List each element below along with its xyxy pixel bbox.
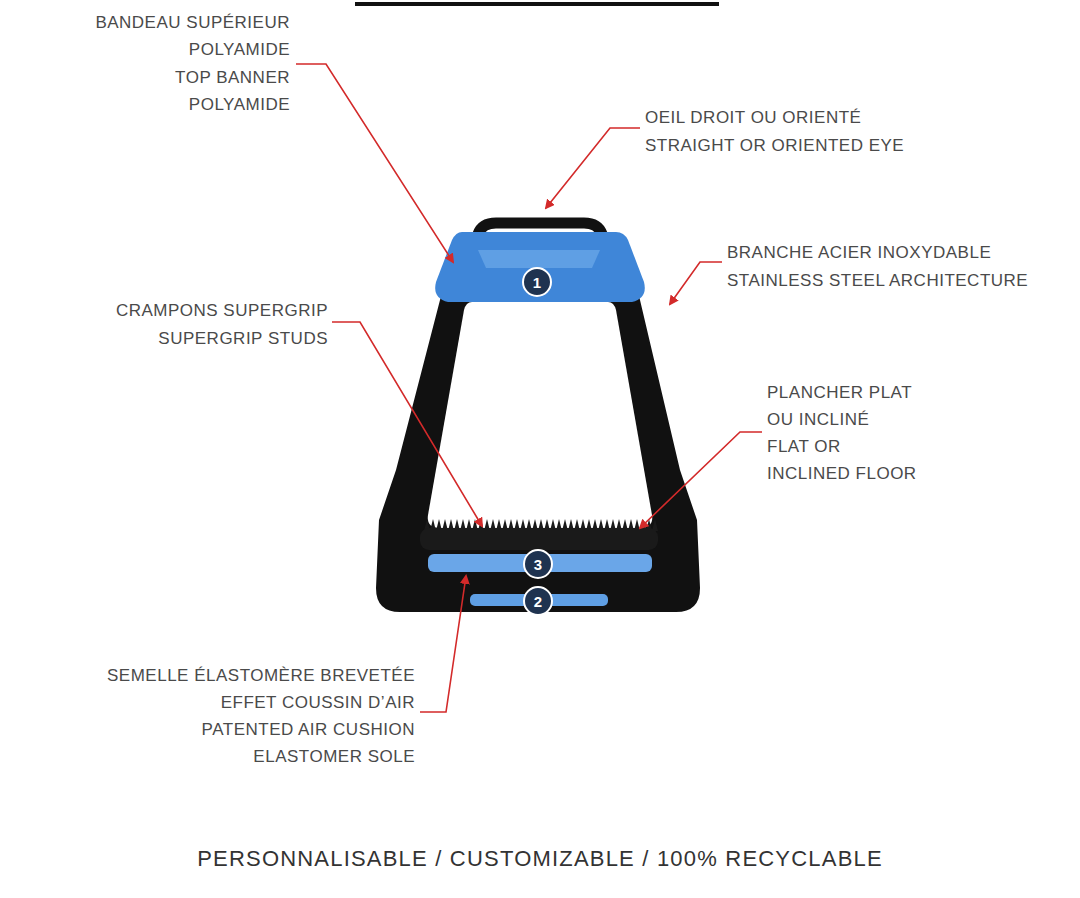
part-label: EFFET COUSSIN D’AIR	[221, 693, 415, 713]
floor	[420, 528, 658, 550]
part-label: POLYAMIDE	[189, 40, 290, 60]
leader-line	[670, 262, 722, 304]
callout-number: 3	[534, 557, 542, 572]
top-rule	[355, 2, 719, 6]
part-label: TOP BANNER	[175, 68, 290, 88]
leader-line	[296, 64, 453, 262]
leader-line	[420, 576, 466, 712]
callout-number: 2	[534, 594, 542, 609]
part-label: PLANCHER PLAT	[767, 383, 912, 403]
part-label: ELASTOMER SOLE	[253, 747, 415, 767]
part-label: STAINLESS STEEL ARCHITECTURE	[727, 271, 1028, 291]
part-label: INCLINED FLOOR	[767, 464, 917, 484]
part-label: FLAT OR	[767, 437, 841, 457]
part-label: CRAMPONS SUPERGRIP	[116, 301, 328, 321]
top-banner	[435, 232, 645, 302]
part-label: SUPERGRIP STUDS	[158, 329, 328, 349]
callout-number: 1	[533, 275, 541, 290]
leader-line	[546, 128, 640, 208]
stirrup-frame	[376, 270, 700, 612]
callout-circle: 1	[522, 267, 552, 297]
caption: PERSONNALISABLE / CUSTOMIZABLE / 100% RE…	[0, 846, 1080, 872]
leader-line	[332, 322, 482, 526]
part-label: PATENTED AIR CUSHION	[202, 720, 415, 740]
part-label: POLYAMIDE	[189, 95, 290, 115]
stirrup-opening	[428, 302, 653, 528]
part-label: BANDEAU SUPÉRIEUR	[95, 13, 290, 33]
leader-line	[640, 432, 762, 528]
elastomer-sole	[428, 554, 652, 572]
part-label: BRANCHE ACIER INOXYDABLE	[727, 243, 991, 263]
part-label: SEMELLE ÉLASTOMÈRE BREVETÉE	[107, 666, 415, 686]
part-label: STRAIGHT OR ORIENTED EYE	[645, 136, 904, 156]
callout-circle: 3	[523, 549, 553, 579]
banner-highlight	[478, 250, 600, 268]
part-label: OU INCLINÉ	[767, 410, 869, 430]
part-label: OEIL DROIT OU ORIENTÉ	[645, 108, 861, 128]
leader-lines	[296, 64, 762, 712]
callout-circle: 2	[523, 586, 553, 616]
